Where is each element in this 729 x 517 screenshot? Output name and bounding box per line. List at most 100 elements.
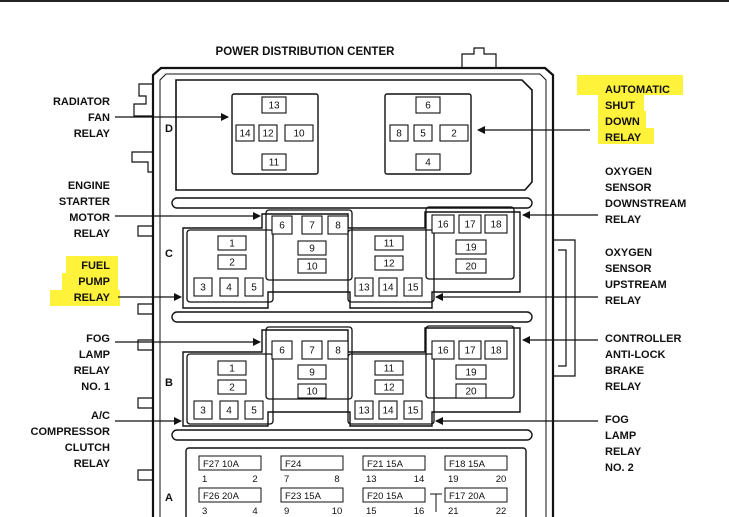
terminal-b-bottom-right: 11: [374, 360, 404, 376]
terminal-number: 1: [229, 239, 235, 250]
terminal-number: 12: [383, 259, 395, 270]
highlight-fuel-pump: [66, 256, 118, 274]
highlight-automatic-shut-down: [598, 94, 644, 112]
row-b-bottom-separator: [171, 429, 533, 441]
terminal-number: 10: [306, 262, 318, 273]
terminal-number: 13: [358, 283, 370, 294]
terminal-c-bottom-left: 5: [244, 277, 264, 297]
terminal-b-bottom-right: 12: [374, 379, 404, 395]
terminal-c-top-right: 18: [484, 214, 508, 234]
terminal-c-top-right: 20: [455, 258, 487, 274]
terminal-box: [354, 400, 374, 420]
row-c-relay-bottom-left: [186, 229, 274, 303]
terminal-number: 9: [309, 368, 315, 379]
terminal-box: [258, 124, 278, 142]
terminal-box: [403, 277, 423, 297]
terminal-box: [374, 360, 404, 376]
fuse-pin: 7: [284, 474, 289, 485]
terminal-number: 14: [382, 283, 394, 294]
terminal-box: [455, 239, 487, 255]
terminal-d-right: 8: [389, 124, 409, 142]
terminal-number: 7: [309, 346, 315, 357]
diagram-title: POWER DISTRIBUTION CENTER: [215, 46, 395, 58]
terminal-c-top-right: 17: [458, 214, 482, 234]
terminal-number: 17: [464, 346, 476, 357]
highlight-fuel-pump: [62, 273, 118, 291]
terminal-c-top-left: 6: [271, 215, 293, 235]
terminal-box: [439, 124, 469, 142]
terminal-box: [403, 400, 423, 420]
terminal-number: 2: [229, 383, 235, 394]
terminal-box: [431, 340, 455, 360]
terminal-c-bottom-right: 11: [374, 235, 404, 251]
fuse-box: [362, 487, 426, 503]
terminal-c-top-right: 19: [455, 239, 487, 255]
highlight-automatic-shut-down: [598, 128, 654, 144]
terminal-number: 14: [382, 406, 394, 417]
terminal-b-bottom-left: 5: [244, 400, 264, 420]
terminal-b-top-left: 6: [271, 340, 293, 360]
terminal-c-top-left: 8: [327, 215, 349, 235]
row-letter-d: D: [165, 123, 173, 135]
row-c-relay-bottom-right: [347, 229, 435, 303]
terminal-number: 8: [335, 346, 341, 357]
highlight-automatic-shut-down: [577, 75, 683, 95]
terminal-number: 15: [407, 283, 419, 294]
terminal-number: 17: [464, 220, 476, 231]
terminal-box: [217, 254, 247, 270]
fuse-box: [280, 487, 344, 503]
row-b-relay-bottom-right: [347, 353, 435, 425]
terminal-box: [455, 258, 487, 274]
terminal-number: 13: [358, 406, 370, 417]
row-c-relay-top-left: [265, 209, 353, 281]
terminal-number: 4: [226, 406, 232, 417]
fuse-pin: 19: [448, 474, 459, 485]
terminal-box: [484, 340, 508, 360]
terminal-c-top-left: 9: [297, 240, 327, 256]
terminal-box: [327, 215, 349, 235]
label-fog-lamp-relay-no1: FOG LAMP RELAY NO. 1: [73, 333, 110, 393]
fuse-pin: 22: [496, 506, 507, 517]
terminal-box: [354, 277, 374, 297]
fuse-label: F24: [285, 459, 301, 470]
terminal-box: [455, 364, 487, 380]
row-b-panel: [182, 327, 521, 427]
right-connector: [552, 239, 576, 377]
terminal-box: [389, 124, 409, 142]
terminal-number: 11: [269, 158, 280, 169]
terminal-d-left: 14: [235, 124, 255, 142]
terminal-b-bottom-left: 4: [219, 400, 239, 420]
terminal-box: [297, 383, 327, 399]
terminal-box: [271, 215, 293, 235]
terminal-box: [219, 277, 239, 297]
fuse-label: F17 20A: [449, 491, 486, 502]
terminal-box: [217, 379, 247, 395]
label-ac-compressor-clutch-relay: A/C COMPRESSOR CLUTCH RELAY: [30, 410, 110, 470]
row-letter-a: A: [165, 492, 173, 504]
row-c-panel: [182, 211, 521, 309]
row-d-panel: [175, 79, 533, 191]
terminal-box: [244, 400, 264, 420]
terminal-box: [244, 277, 264, 297]
terminal-number: 11: [384, 239, 395, 250]
terminal-b-bottom-left: 1: [217, 360, 247, 376]
fuse-pin: 4: [252, 506, 257, 517]
row-b-relay-bottom-left: [186, 353, 274, 425]
terminal-number: 6: [425, 101, 431, 112]
terminal-c-bottom-left: 1: [217, 235, 247, 251]
fuse-box: [198, 487, 262, 503]
terminal-number: 5: [251, 406, 257, 417]
fuse-label: F20 15A: [367, 491, 404, 502]
terminal-b-bottom-right: 15: [403, 400, 423, 420]
terminal-number: 12: [383, 383, 395, 394]
terminal-c-bottom-right: 12: [374, 255, 404, 271]
terminal-number: 18: [490, 346, 502, 357]
terminal-c-bottom-right: 13: [354, 277, 374, 297]
terminal-number: 20: [465, 262, 477, 273]
row-c-top-separator: [171, 197, 533, 209]
terminal-number: 15: [407, 406, 419, 417]
